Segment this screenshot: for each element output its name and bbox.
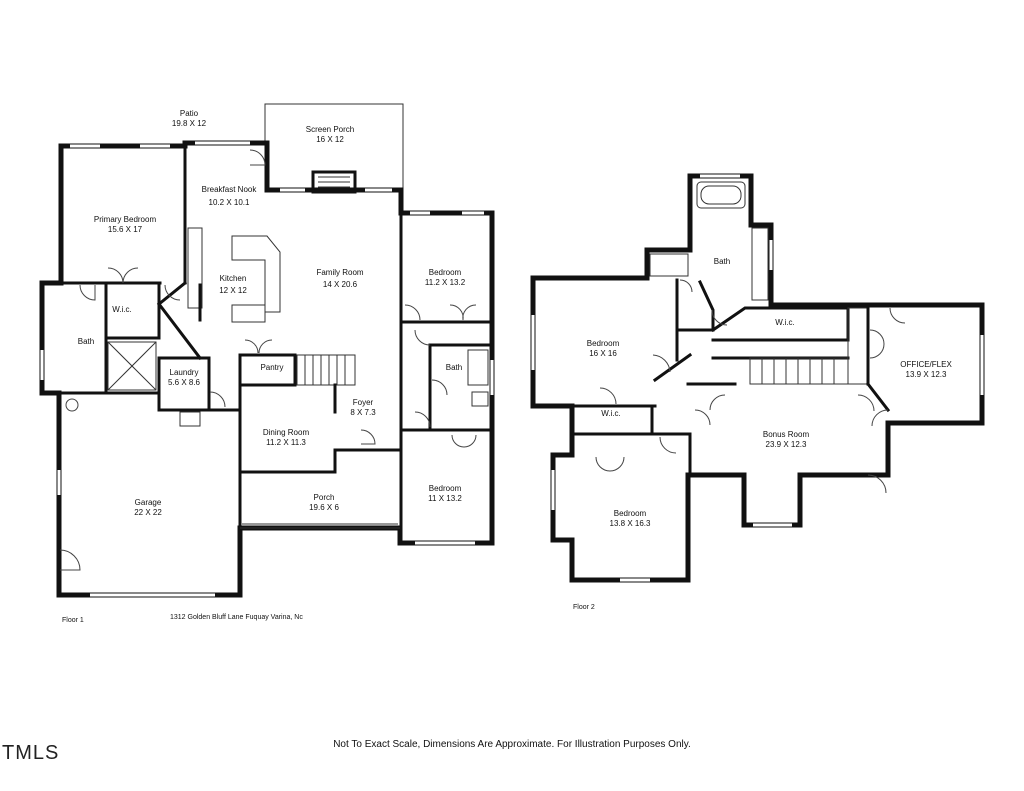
fireplace [311, 170, 357, 194]
disclaimer-text: Not To Exact Scale, Dimensions Are Appro… [333, 739, 691, 750]
floor-2-caption: Floor 2 [573, 604, 595, 611]
mls-logo: TMLS [2, 742, 60, 764]
room-label-wic-2: W.i.c. [601, 409, 621, 418]
floor-2-windows [531, 174, 984, 582]
floor-1-caption: Floor 1 [62, 617, 84, 624]
floor-1-windows [40, 141, 494, 597]
screen-porch-outline [264, 103, 404, 189]
room-label-bath-2: Bath [445, 363, 463, 372]
address-caption: 1312 Golden Bluff Lane Fuquay Varina, Nc [170, 614, 303, 621]
room-label-wic-3: W.i.c. [775, 318, 795, 327]
room-label-bath-3: Bath [713, 257, 731, 266]
room-label-bath-1: Bath [77, 337, 95, 346]
floor-2-doors [595, 279, 906, 494]
room-label-pantry: Pantry [260, 363, 284, 372]
floor-1-outline [39, 140, 495, 598]
room-label-wic-1: W.i.c. [112, 305, 132, 314]
floor-1-doors [59, 149, 477, 571]
floor-1-walls [39, 103, 495, 598]
